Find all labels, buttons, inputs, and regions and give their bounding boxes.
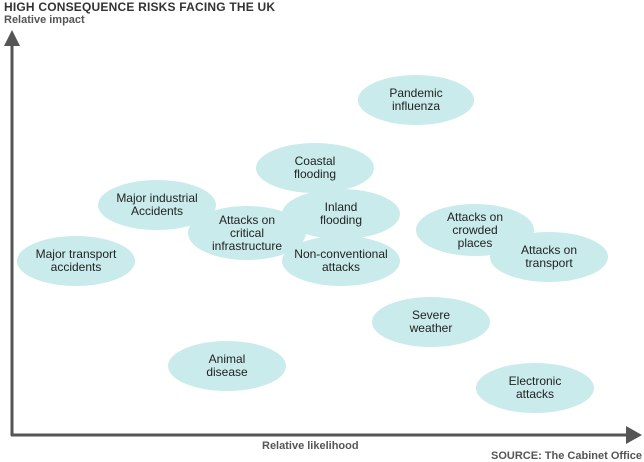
y-axis-arrow	[4, 30, 20, 46]
risk-bubble-non-conventional-attacks: Non-conventional attacks	[282, 236, 400, 286]
risk-label: Attacks on crowded places	[446, 209, 504, 250]
risk-bubble-severe-weather: Severe weather	[372, 297, 490, 347]
source-credit: SOURCE: The Cabinet Office	[491, 450, 642, 462]
risk-bubble-animal-disease: Animal disease	[168, 341, 286, 391]
risk-bubble-major-transport-accidents: Major transport accidents	[17, 236, 135, 286]
chart-title: HIGH CONSEQUENCE RISKS FACING THE UK	[4, 0, 276, 14]
risk-label: Pandemic influenza	[389, 86, 443, 113]
risk-label: Major industrial Accidents	[116, 191, 198, 218]
risk-label: Major transport accidents	[35, 247, 117, 274]
risk-label: Animal disease	[206, 352, 248, 379]
risk-bubble-inland-flooding: Inland flooding	[282, 189, 400, 239]
risk-label: Non-conventional attacks	[294, 247, 388, 274]
risk-label: Coastal flooding	[293, 154, 337, 181]
risk-label: Inland flooding	[319, 200, 363, 227]
risk-bubble-coastal-flooding: Coastal flooding	[256, 143, 374, 193]
risk-bubble-pandemic-influenza: Pandemic influenza	[358, 75, 474, 125]
risk-label: Electronic attacks	[508, 374, 562, 401]
risk-label: Severe weather	[409, 308, 453, 335]
y-axis-label: Relative impact	[4, 14, 85, 26]
risk-bubble-electronic-attacks: Electronic attacks	[476, 363, 594, 413]
risk-label: Attacks on transport	[520, 243, 578, 270]
x-axis-arrow	[626, 426, 642, 444]
x-axis-label: Relative likelihood	[262, 440, 359, 452]
risk-label: Attacks on critical infrastructure	[211, 212, 283, 253]
risk-bubble-attacks-on-crowded-places: Attacks on crowded places	[416, 204, 534, 256]
